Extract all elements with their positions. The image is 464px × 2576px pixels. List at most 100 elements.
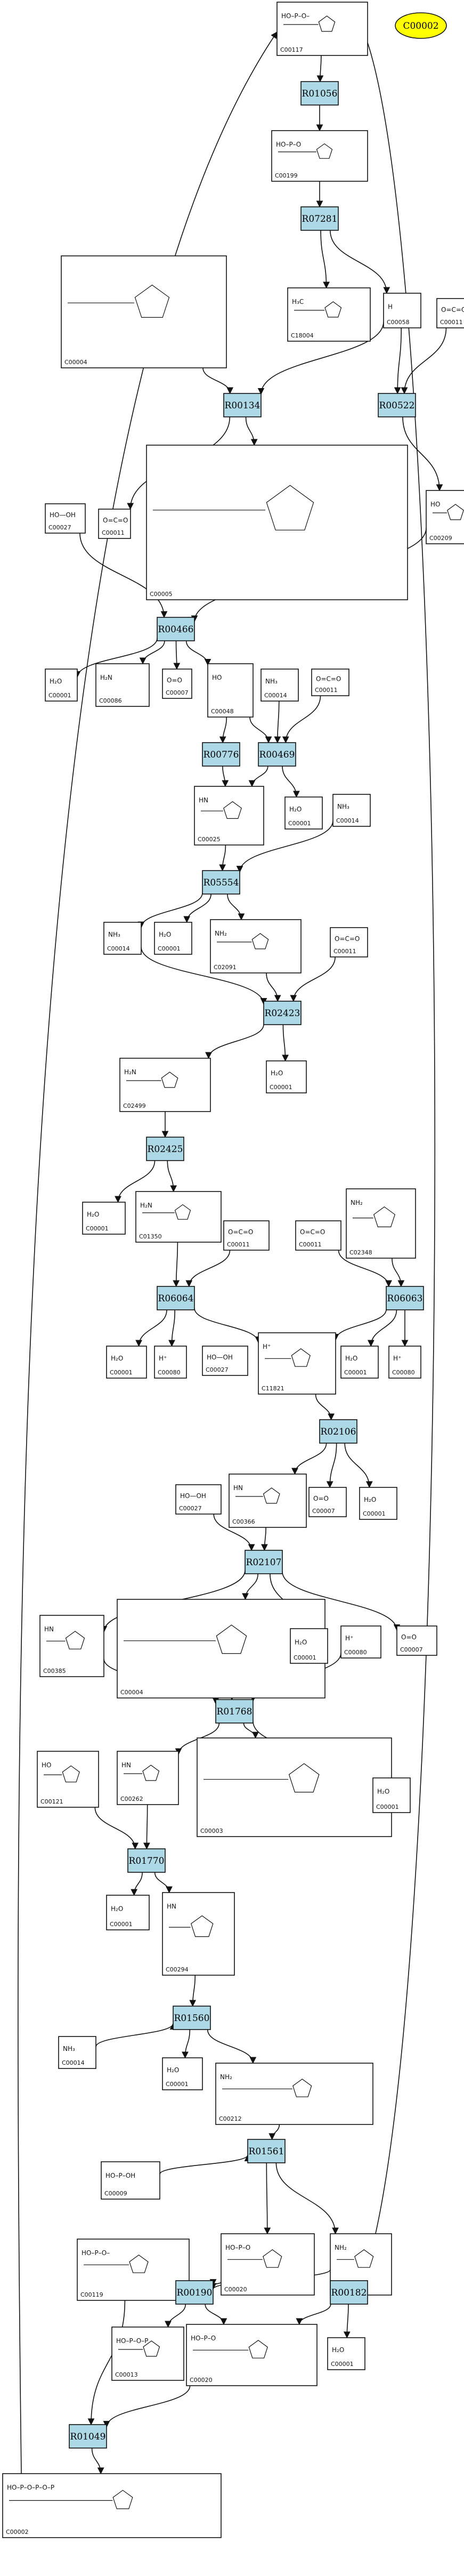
compound-fragment: H₂O [50, 678, 62, 685]
reaction-label: R02425 [148, 1144, 183, 1155]
reaction-R01561[interactable]: R01561 [247, 2139, 286, 2163]
reaction-R00190[interactable]: R00190 [175, 2280, 214, 2305]
reaction-R02106[interactable]: R02106 [319, 1419, 357, 1444]
start-ellipse [395, 12, 447, 39]
edge-arrow [219, 844, 226, 872]
reaction-R02425[interactable]: R02425 [146, 1137, 184, 1161]
reaction-R01560[interactable]: R01560 [173, 2006, 211, 2030]
reaction-R01768[interactable]: R01768 [215, 1699, 254, 1724]
ring-glyph [161, 1072, 178, 1088]
reaction-R06064[interactable]: R06064 [157, 1286, 195, 1310]
reaction-R02423[interactable]: R02423 [263, 1001, 302, 1025]
edge-arrow [243, 1722, 259, 1739]
compound-C11821[interactable]: H⁺C11821 [258, 1332, 336, 1395]
reaction-R00466[interactable]: R00466 [157, 617, 195, 641]
reaction-R02107[interactable]: R02107 [245, 1550, 283, 1574]
compound-id-label: C00007 [166, 689, 189, 696]
compound-C00003[interactable]: C00003 [197, 1737, 392, 1837]
compound-box [436, 298, 464, 328]
reaction-R00522[interactable]: R00522 [378, 393, 416, 417]
reaction-box [300, 81, 339, 106]
compound-C00117[interactable]: HO–P–O–C00117 [276, 2, 368, 56]
reaction-R00134[interactable]: R00134 [223, 393, 262, 417]
reaction-R00182[interactable]: R00182 [330, 2280, 368, 2305]
reaction-R00469[interactable]: R00469 [258, 742, 296, 767]
compound-C00080[interactable]: H⁺C00080 [340, 1625, 381, 1659]
compound-C00004[interactable]: C00004 [61, 255, 227, 368]
reaction-label: R01049 [70, 2432, 106, 2442]
compound-C00080[interactable]: H⁺C00080 [154, 1346, 187, 1379]
reaction-R05554[interactable]: R05554 [202, 870, 240, 895]
compound-C00080[interactable]: H⁺C00080 [388, 1346, 421, 1379]
reaction-R01770[interactable]: R01770 [127, 1848, 166, 1873]
reaction-R06063[interactable]: R06063 [386, 1286, 424, 1310]
compound-id-label: C00001 [331, 2361, 354, 2368]
compound-C00005[interactable]: C00005 [146, 445, 408, 600]
reaction-R07281[interactable]: R07281 [300, 206, 339, 231]
compound-id-label: C00009 [104, 2190, 127, 2197]
reaction-R01049[interactable]: R01049 [69, 2424, 107, 2449]
reaction-R00776[interactable]: R00776 [202, 742, 240, 767]
compound-fragment: O=C=O [316, 675, 341, 683]
ring-glyph [112, 2490, 133, 2509]
edge-arrow [266, 972, 281, 1002]
compound-C00119[interactable]: HO–P–O–C00119 [77, 2239, 190, 2301]
ring-glyph [288, 1763, 320, 1793]
start-node[interactable]: C00002 [395, 12, 447, 39]
reaction-R01056[interactable]: R01056 [300, 81, 339, 106]
ring-glyph [318, 15, 336, 32]
ring-glyph [65, 1631, 85, 1649]
